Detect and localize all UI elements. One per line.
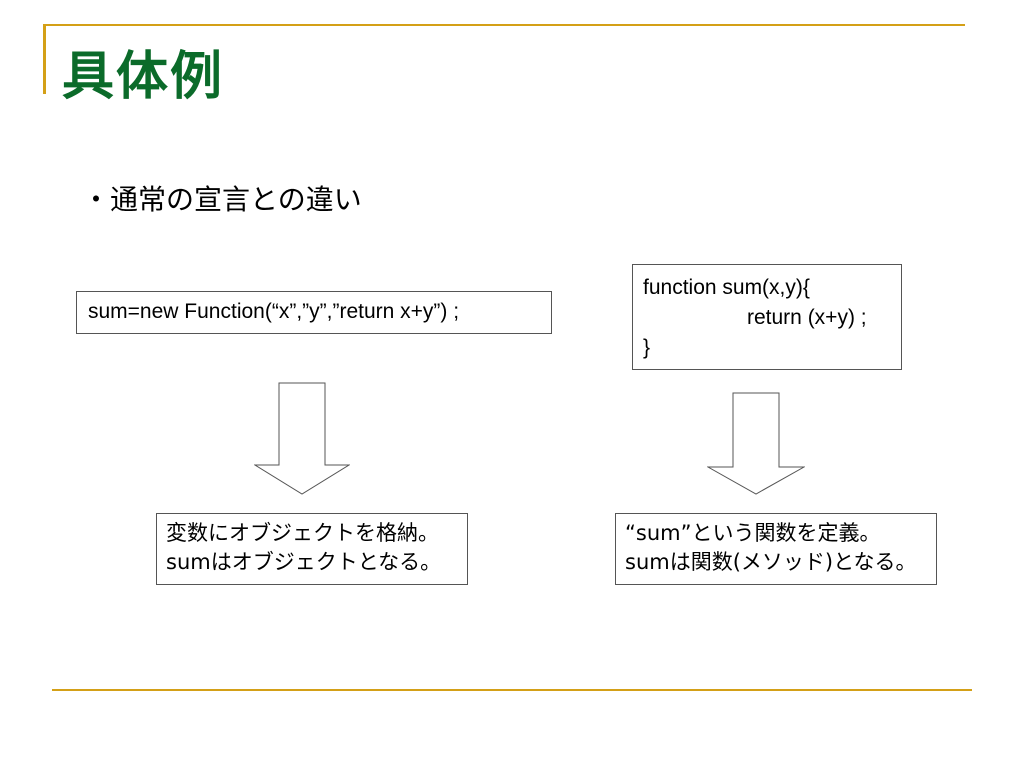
footer-divider bbox=[52, 689, 972, 691]
left-down-arrow bbox=[254, 382, 350, 495]
left-result-line-1: 変数にオブジェクトを格納。 bbox=[166, 521, 439, 545]
right-code-line-1: function sum(x,y){ bbox=[643, 276, 810, 299]
slide-title: 具体例 bbox=[62, 47, 225, 107]
right-result-box: “sum”という関数を定義。 sumは関数(メソッド)となる。 bbox=[615, 513, 937, 585]
right-code-line-2: return (x+y) ; bbox=[747, 306, 867, 329]
slide-subtitle: ・通常の宣言との違い bbox=[82, 183, 362, 216]
left-result-box: 変数にオブジェクトを格納。 sumはオブジェクトとなる。 bbox=[156, 513, 468, 585]
right-down-arrow bbox=[707, 392, 805, 495]
left-result-line-2: sumはオブジェクトとなる。 bbox=[166, 550, 442, 574]
right-result-line-1: “sum”という関数を定義。 bbox=[625, 521, 881, 545]
title-divider-left bbox=[43, 24, 46, 94]
right-code-line-3: } bbox=[643, 336, 651, 359]
right-code-box: function sum(x,y){ return (x+y) ; } bbox=[632, 264, 902, 370]
left-code-text: sum=new Function(“x”,”y”,”return x+y”) ; bbox=[88, 300, 460, 323]
title-divider-top bbox=[43, 24, 965, 26]
left-code-box: sum=new Function(“x”,”y”,”return x+y”) ; bbox=[76, 291, 552, 334]
right-result-line-2: sumは関数(メソッド)となる。 bbox=[625, 550, 917, 574]
